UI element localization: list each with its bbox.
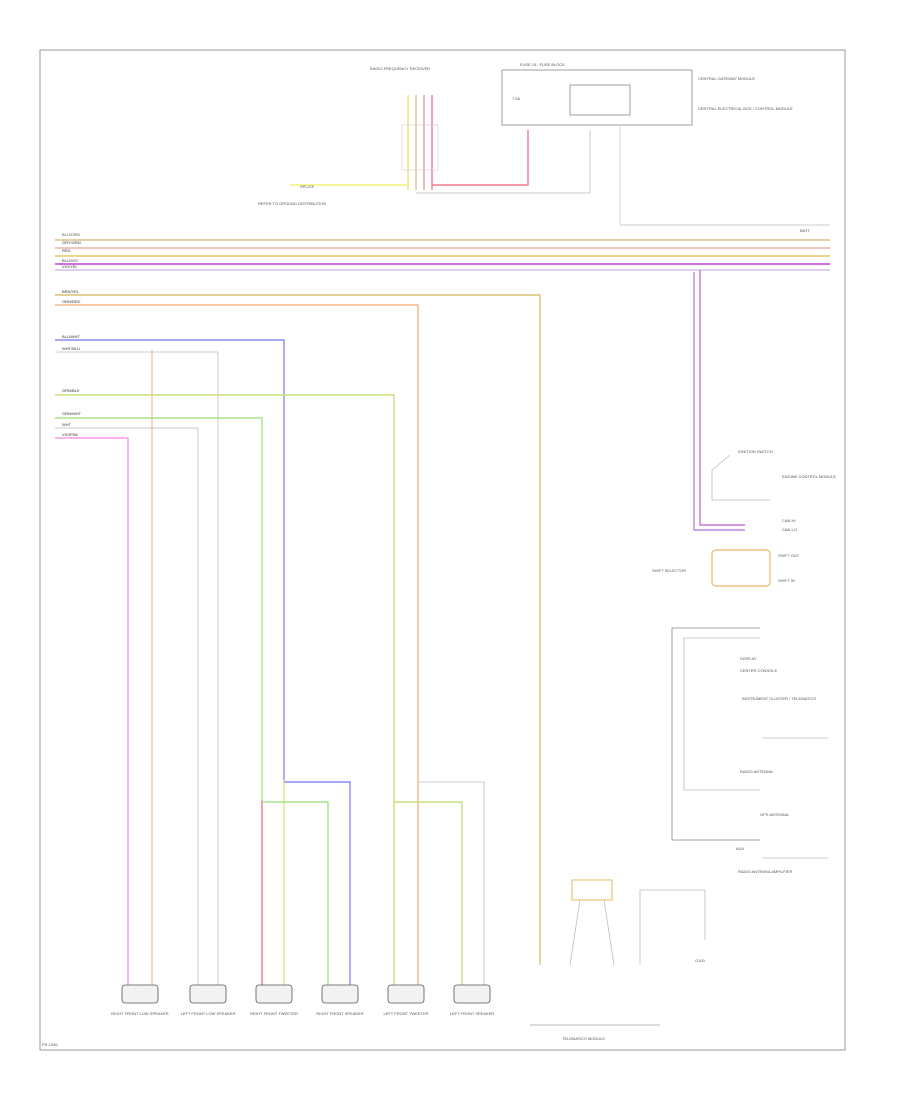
svg-text:LEFT FRONT LOW SPEAKER: LEFT FRONT LOW SPEAKER	[181, 1011, 236, 1016]
wire-telematics-2	[603, 899, 615, 966]
aux-label: AUX	[736, 846, 745, 851]
antenna1-label: RADIO ANTENNA	[740, 769, 773, 774]
svg-text:LEFT FRONT TWEETER: LEFT FRONT TWEETER	[383, 1011, 428, 1016]
bus-label-left: BLU/ORN	[62, 232, 80, 237]
wire-orange-1	[55, 304, 419, 985]
wire-telematics	[569, 899, 581, 966]
wire-green-rf	[262, 801, 329, 985]
central-module-note: CENTRAL ELECTRICAL BOX / CONTROL MODULE	[698, 106, 793, 111]
wire-tag-7: BLU/WHT	[62, 334, 81, 339]
can-lo-label: CAN LO	[782, 527, 797, 532]
wire-gray-top	[416, 130, 591, 194]
wire-blue	[55, 339, 285, 780]
wire-red-top	[432, 130, 529, 186]
wire-tag-8: WHT/BLU	[62, 346, 80, 351]
antenna-module-label: RADIO FREQUENCY RECEIVER	[370, 66, 430, 71]
wire-ignition	[711, 454, 770, 501]
speaker-rf: RIGHT FRONT SPEAKER	[316, 984, 364, 1016]
wire-ground	[639, 889, 706, 965]
display-sub-label: CENTER CONSOLE	[740, 668, 777, 673]
wire-gray-3	[55, 427, 199, 985]
shift-selector-label: SHIFT SELECTOR	[652, 568, 686, 573]
wire-tag-9: GRN/BLK	[62, 388, 80, 393]
wire-gray-lf	[418, 781, 485, 985]
wire-gray-2	[55, 351, 219, 985]
can-hi-label: CAN HI	[782, 518, 796, 523]
antenna3-label: RADIO ANTENNA AMPLIFIER	[738, 869, 793, 874]
wire-tag-10: GRN/WHT	[62, 411, 82, 416]
ignition-label: IGNITION SWITCH	[738, 449, 773, 454]
speaker-lf: LEFT FRONT SPEAKER	[450, 984, 495, 1016]
wire-gold	[55, 294, 541, 965]
display-label: DISPLAY	[740, 656, 757, 661]
speaker-rf-tweeter: RIGHT FRONT TWEETER	[250, 984, 298, 1016]
wire-tag-6: ORN/RED	[62, 299, 81, 304]
module1-label: ENGINE CONTROL MODULE	[782, 474, 836, 479]
wire-tag-12: VIO/PNK	[62, 432, 79, 437]
fuse-box-label: FUSE 15 / FUSE BLOCK	[520, 62, 565, 67]
wire-green-2	[55, 417, 263, 800]
svg-text:RIGHT FRONT SPEAKER: RIGHT FRONT SPEAKER	[316, 1011, 363, 1016]
speaker-rf-low: RIGHT FRONT LOW SPEAKER	[111, 984, 169, 1016]
svg-text:RIGHT FRONT LOW SPEAKER: RIGHT FRONT LOW SPEAKER	[111, 1011, 169, 1016]
speaker-lf-low: LEFT FRONT LOW SPEAKER	[181, 984, 236, 1016]
wire-tag-3: BLU/VIO	[62, 258, 78, 263]
diagram-frame	[39, 49, 846, 1051]
wire-tag-2: RED	[62, 248, 71, 253]
shift-in-label: SHIFT IN	[778, 578, 795, 583]
wire-tag-11: WHT	[62, 422, 72, 427]
svg-text:LEFT FRONT SPEAKER: LEFT FRONT SPEAKER	[450, 1011, 495, 1016]
wire-display-bus-2	[683, 637, 760, 791]
antenna2-label: GPS ANTENNA	[760, 812, 789, 817]
fuse-box	[501, 69, 693, 126]
bus-group-1	[55, 239, 830, 271]
telematics-label: TELEMATICS MODULE	[562, 1036, 605, 1041]
svg-text:RIGHT FRONT TWEETER: RIGHT FRONT TWEETER	[250, 1011, 298, 1016]
receiver-connector	[401, 95, 439, 190]
wire-green-lf	[394, 801, 463, 985]
wire-green-1	[55, 394, 395, 985]
wire-display-bus	[671, 627, 760, 841]
speaker-lf-tweeter: LEFT FRONT TWEETER	[383, 984, 429, 1016]
wire-tag-5: BRN/YEL	[62, 289, 80, 294]
wire-violet-right	[699, 270, 745, 526]
central-module-box	[569, 84, 631, 116]
footer-code: FR-1046	[42, 1042, 58, 1047]
wire-tag-1: GRY/GRN	[62, 240, 81, 245]
fuse-rating: 7.5A	[512, 96, 521, 101]
ground-note-label: REFER TO GROUND DISTRIBUTION	[258, 201, 326, 206]
telematics-connector	[571, 879, 613, 901]
wire-tag-4: VIO/YEL	[62, 264, 78, 269]
shift-out-label: SHIFT OUT	[778, 553, 800, 558]
central-module-label: CENTRAL GATEWAY MODULE	[698, 76, 755, 81]
wire-violet-right-2	[693, 272, 745, 531]
shift-selector-box	[711, 549, 771, 587]
splice-label: SPLICE	[300, 184, 315, 189]
wire-blue-rf	[284, 781, 351, 985]
wire-pink	[55, 437, 129, 985]
telematics-ground-label: G100	[695, 958, 706, 963]
bus-label-right: BATT	[800, 228, 810, 233]
display-note-label: INSTRUMENT CLUSTER / TELEMATICS	[742, 696, 816, 701]
